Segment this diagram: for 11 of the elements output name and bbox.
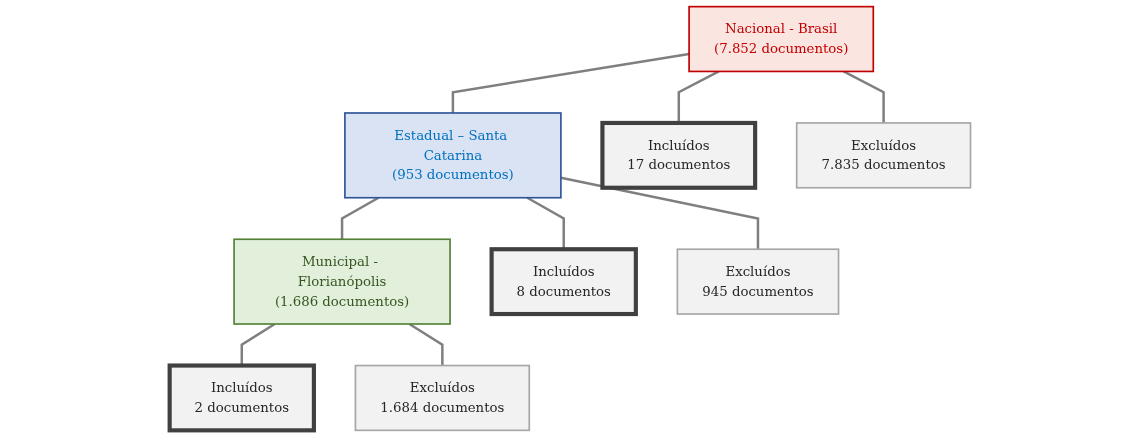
node-box: Nacional - Brasil (7.852 documentos): [688, 5, 875, 73]
node-box: Incluídos 2 documentos: [167, 363, 316, 433]
connector: [340, 196, 380, 240]
node-box: Incluídos 17 documentos: [600, 120, 758, 190]
connector: [560, 176, 760, 250]
node-box: Estadual – Santa Catarina (953 documentos): [343, 112, 562, 199]
node-box: Incluídos 8 documentos: [489, 247, 638, 317]
node-box: Excluídos 7.835 documentos: [795, 122, 972, 189]
node-box: Municipal - Florianópolis (1.686 documentos): [233, 238, 451, 325]
node-box: Excluídos 1.684 documentos: [354, 364, 530, 432]
node-box: Excluídos 945 documentos: [676, 248, 840, 315]
